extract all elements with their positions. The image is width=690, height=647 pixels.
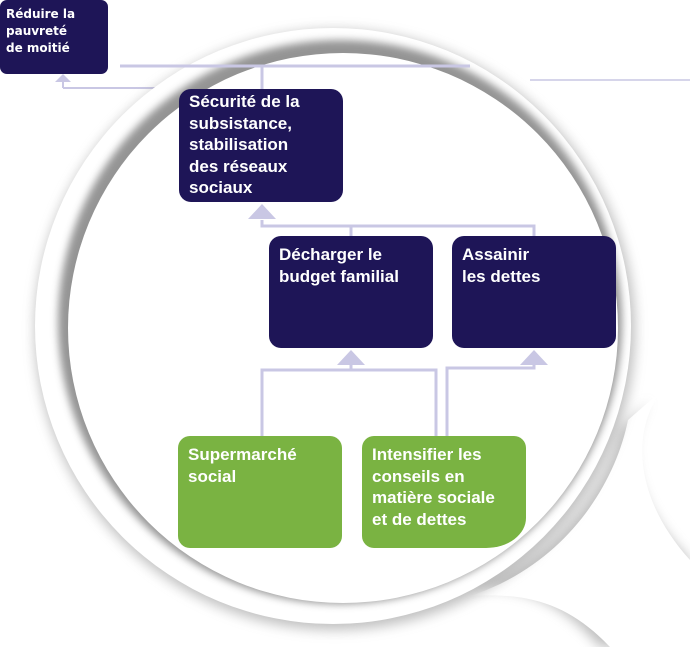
- arrow-to-budget: [337, 350, 365, 365]
- node-budget-label: Décharger le budget familial: [279, 245, 399, 286]
- node-supermarket[interactable]: Supermarché social: [178, 436, 342, 548]
- node-debts-label: Assainir les dettes: [462, 245, 541, 286]
- arrow-to-top-goal: [55, 74, 71, 82]
- arrow-to-debts: [520, 350, 548, 365]
- node-subsistence[interactable]: Sécurité de la subsistance, stabilisatio…: [179, 89, 343, 202]
- magnifier-handle: [470, 392, 690, 647]
- node-supermarket-label: Supermarché social: [188, 445, 297, 486]
- connectors: [120, 64, 536, 437]
- node-budget[interactable]: Décharger le budget familial: [269, 236, 433, 348]
- node-debts[interactable]: Assainir les dettes: [452, 236, 616, 348]
- arrow-to-subsistence: [248, 204, 276, 219]
- node-top-goal-label: Réduire la pauvreté de moitié: [6, 7, 76, 55]
- node-subsistence-label: Sécurité de la subsistance, stabilisatio…: [189, 92, 300, 197]
- node-counselling[interactable]: Intensifier les conseils en matière soci…: [362, 436, 526, 548]
- node-top-goal[interactable]: Réduire la pauvreté de moitié: [0, 0, 108, 74]
- node-counselling-label: Intensifier les conseils en matière soci…: [372, 445, 495, 529]
